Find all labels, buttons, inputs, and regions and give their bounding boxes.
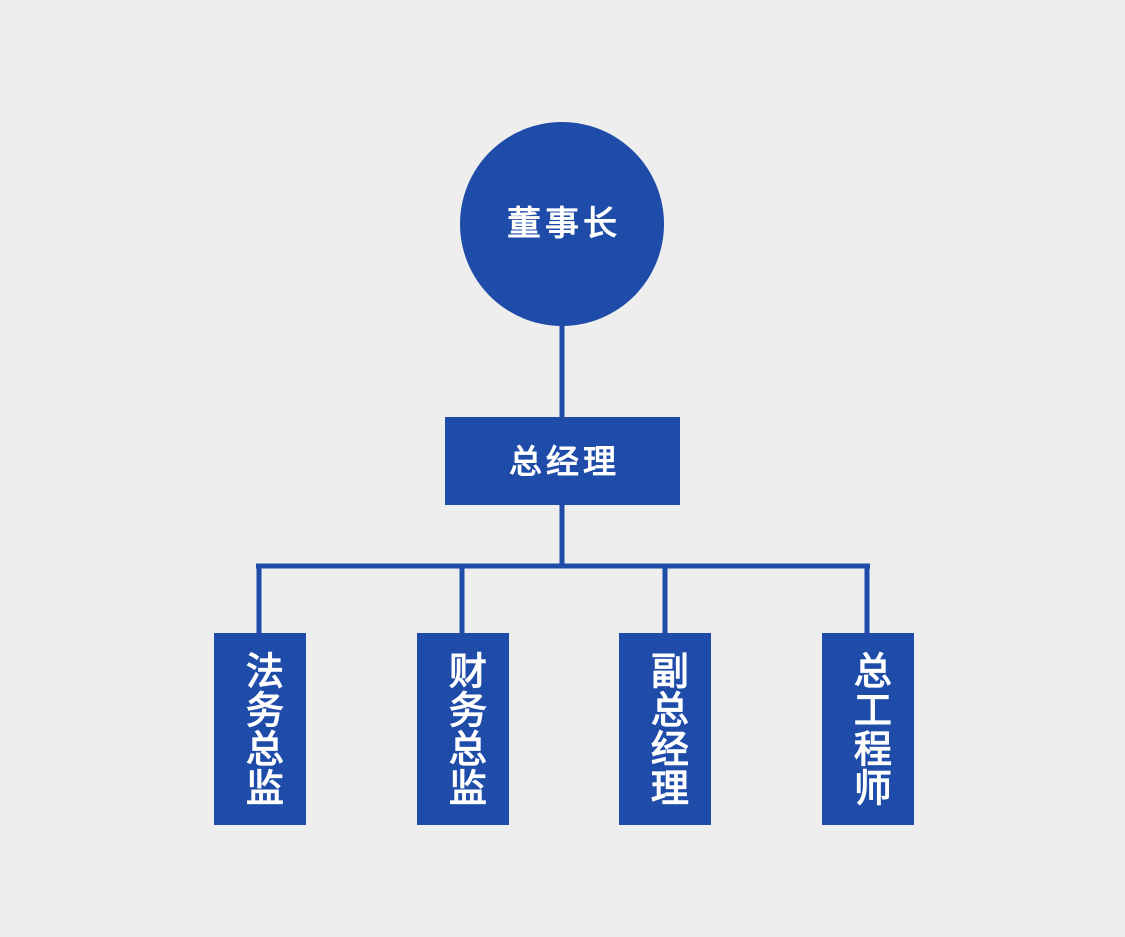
node-chairman[interactable]: 董事长 (460, 122, 664, 326)
node-finance-director-label: 财务总监 (442, 651, 485, 807)
node-legal-director-label: 法务总监 (239, 651, 282, 807)
node-deputy-general-manager[interactable]: 副总经理 (619, 633, 711, 825)
node-general-manager-label: 总经理 (509, 442, 620, 480)
node-general-manager[interactable]: 总经理 (445, 417, 680, 505)
node-finance-director[interactable]: 财务总监 (417, 633, 509, 825)
node-chief-engineer[interactable]: 总工程师 (822, 633, 914, 825)
node-legal-director[interactable]: 法务总监 (214, 633, 306, 825)
node-chief-engineer-label: 总工程师 (847, 651, 890, 807)
node-deputy-general-manager-label: 副总经理 (644, 651, 687, 807)
node-chairman-label: 董事长 (507, 205, 621, 243)
